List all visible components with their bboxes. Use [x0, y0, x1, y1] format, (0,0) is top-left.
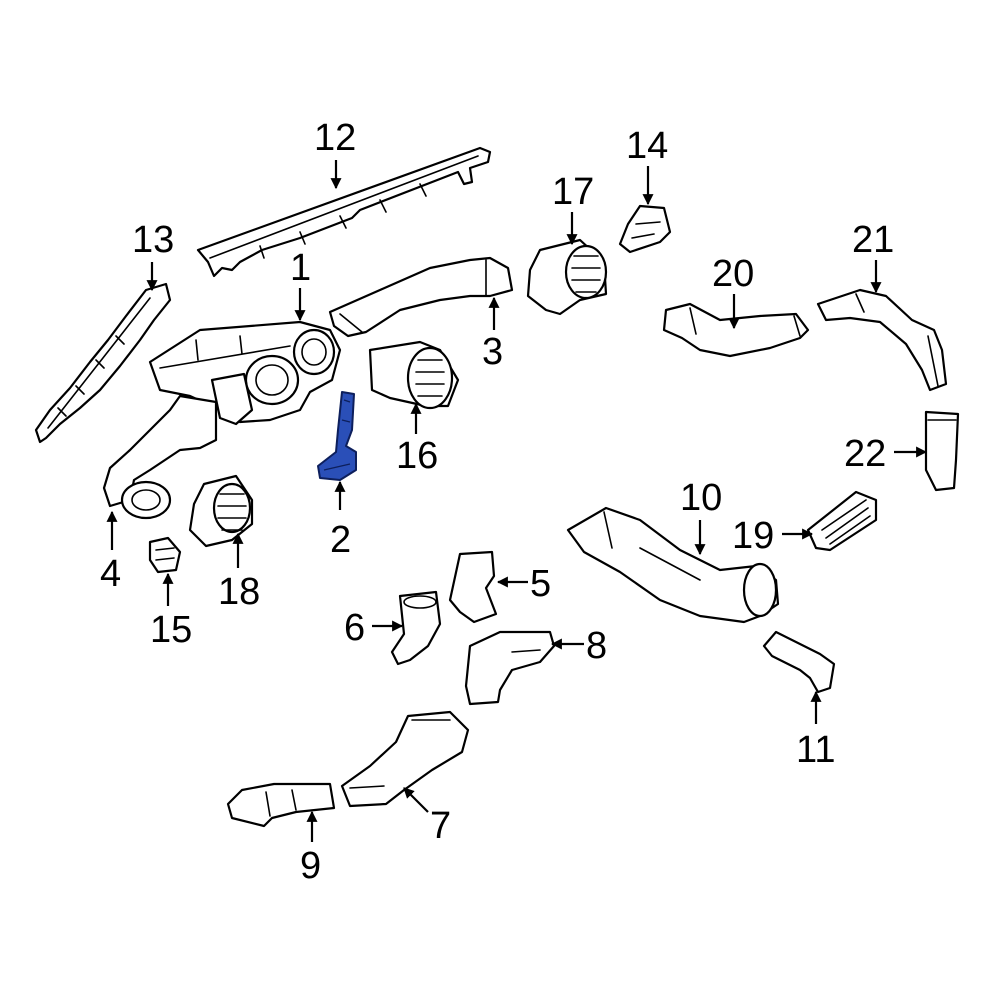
- callout-19[interactable]: 19: [732, 515, 774, 557]
- part-7-lower-duct[interactable]: [340, 710, 470, 808]
- callout-labels: 12 13 1 2 3 4 5 6 7 8 9 10 11 14 15 16 1…: [100, 117, 894, 887]
- callout-3[interactable]: 3: [482, 331, 503, 373]
- callout-2[interactable]: 2: [330, 519, 351, 561]
- part-18-left-vent[interactable]: [188, 474, 254, 548]
- callout-11[interactable]: 11: [796, 729, 835, 771]
- callout-4[interactable]: 4: [100, 553, 121, 595]
- callout-20[interactable]: 20: [712, 253, 754, 295]
- part-21-right-duct[interactable]: [816, 288, 948, 392]
- part-13-left-rail[interactable]: [34, 282, 172, 444]
- callout-13[interactable]: 13: [132, 219, 174, 261]
- part-2-highlighted-duct[interactable]: [317, 391, 357, 481]
- part-12-dash-rail[interactable]: [196, 146, 492, 278]
- callout-17[interactable]: 17: [552, 171, 594, 213]
- part-20-hose[interactable]: [662, 302, 810, 358]
- part-11-small-duct[interactable]: [762, 630, 836, 694]
- callout-7[interactable]: 7: [430, 805, 451, 847]
- part-10-long-duct[interactable]: [566, 506, 780, 624]
- callout-10[interactable]: 10: [680, 477, 722, 519]
- callout-8[interactable]: 8: [586, 625, 607, 667]
- callout-15[interactable]: 15: [150, 609, 192, 651]
- part-5-connector[interactable]: [448, 550, 498, 624]
- part-16-round-vent[interactable]: [368, 340, 460, 410]
- part-1-center-duct[interactable]: [102, 320, 342, 520]
- callout-1[interactable]: 1: [290, 247, 311, 289]
- leader-lines: [106, 160, 928, 842]
- callout-22[interactable]: 22: [844, 433, 886, 475]
- part-15-small-vent[interactable]: [148, 536, 182, 574]
- part-9-lower-left-duct[interactable]: [226, 782, 336, 828]
- callout-5[interactable]: 5: [530, 563, 551, 605]
- part-3-curved-duct[interactable]: [328, 256, 514, 338]
- part-19-grille[interactable]: [806, 490, 878, 552]
- part-8-connector[interactable]: [464, 630, 556, 706]
- leader-7: [403, 787, 429, 813]
- part-17-vent[interactable]: [526, 238, 608, 316]
- callout-14[interactable]: 14: [626, 125, 668, 167]
- callout-21[interactable]: 21: [852, 219, 894, 261]
- part-22-vertical-duct[interactable]: [924, 410, 960, 492]
- callout-9[interactable]: 9: [300, 845, 321, 887]
- callout-16[interactable]: 16: [396, 435, 438, 477]
- part-6-connector[interactable]: [390, 590, 442, 666]
- part-14-bracket[interactable]: [618, 204, 672, 254]
- callout-18[interactable]: 18: [218, 571, 260, 613]
- callout-12[interactable]: 12: [314, 117, 356, 159]
- callout-6[interactable]: 6: [344, 607, 365, 649]
